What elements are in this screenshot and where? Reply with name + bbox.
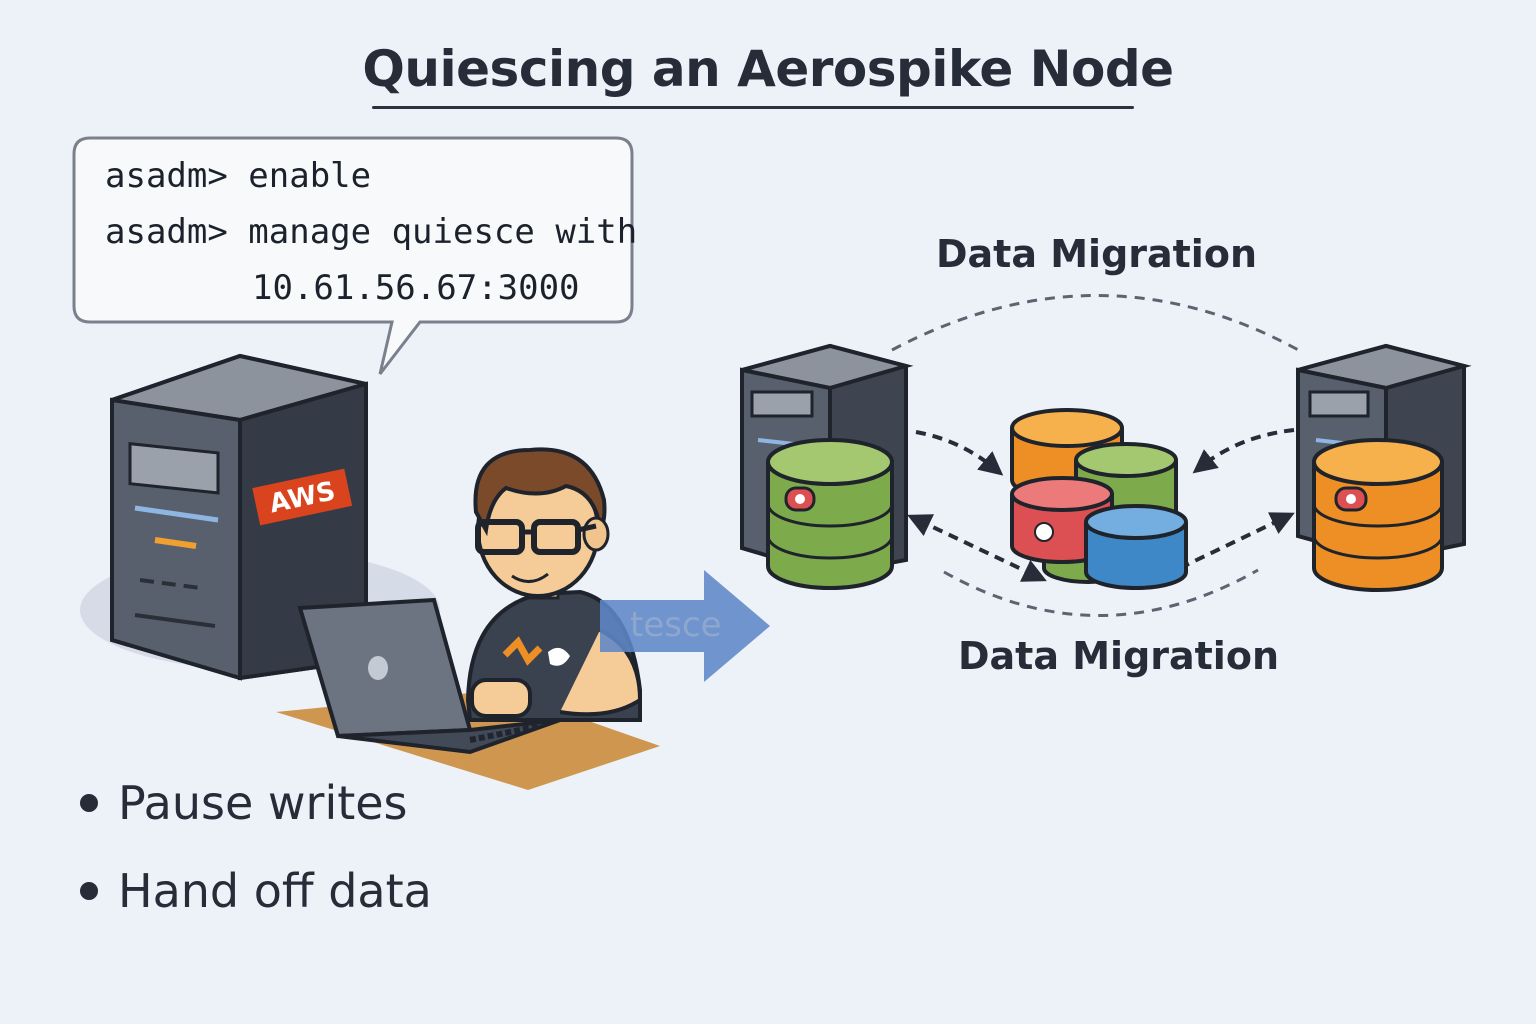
quiesce-arrow: tesce bbox=[600, 570, 770, 682]
partition-blue-icon bbox=[1084, 504, 1188, 590]
command-line-2: asadm> manage quiesce with bbox=[105, 212, 638, 252]
migration-label-bottom: Data Migration bbox=[958, 634, 1279, 678]
aws-badge: AWS bbox=[252, 468, 353, 526]
migration-arrow-left-in bbox=[915, 430, 1004, 476]
data-partitions-cluster bbox=[1010, 408, 1188, 590]
laptop-icon bbox=[297, 597, 561, 755]
aws-server-icon bbox=[110, 353, 368, 681]
bullet-text: Pause writes bbox=[118, 776, 408, 830]
bullet-dot-icon bbox=[80, 793, 98, 812]
migration-label-top: Data Migration bbox=[936, 232, 1257, 276]
bullet-item: Pause writes bbox=[80, 776, 408, 830]
arrow-faded-label: tesce bbox=[630, 605, 722, 645]
migration-arc-top bbox=[891, 294, 1303, 354]
migration-arrow-left-out bbox=[907, 514, 1047, 582]
command-bubble bbox=[72, 136, 634, 375]
bullet-item: Hand off data bbox=[80, 864, 432, 918]
command-line-3: 10.61.56.67:3000 bbox=[252, 268, 580, 308]
page-title: Quiescing an Aerospike Node bbox=[362, 40, 1174, 98]
bullet-dot-icon bbox=[80, 881, 98, 900]
migration-arrow-right-in bbox=[1192, 428, 1295, 474]
database-orange-icon bbox=[1312, 438, 1444, 592]
migration-arrow-right-out bbox=[1179, 512, 1295, 570]
title-underline bbox=[372, 106, 1134, 109]
migration-arc-bottom bbox=[943, 568, 1259, 617]
command-line-1: asadm> enable bbox=[105, 156, 372, 196]
database-green-icon bbox=[766, 438, 894, 590]
bullet-text: Hand off data bbox=[118, 864, 432, 918]
developer-person-icon bbox=[465, 447, 643, 722]
